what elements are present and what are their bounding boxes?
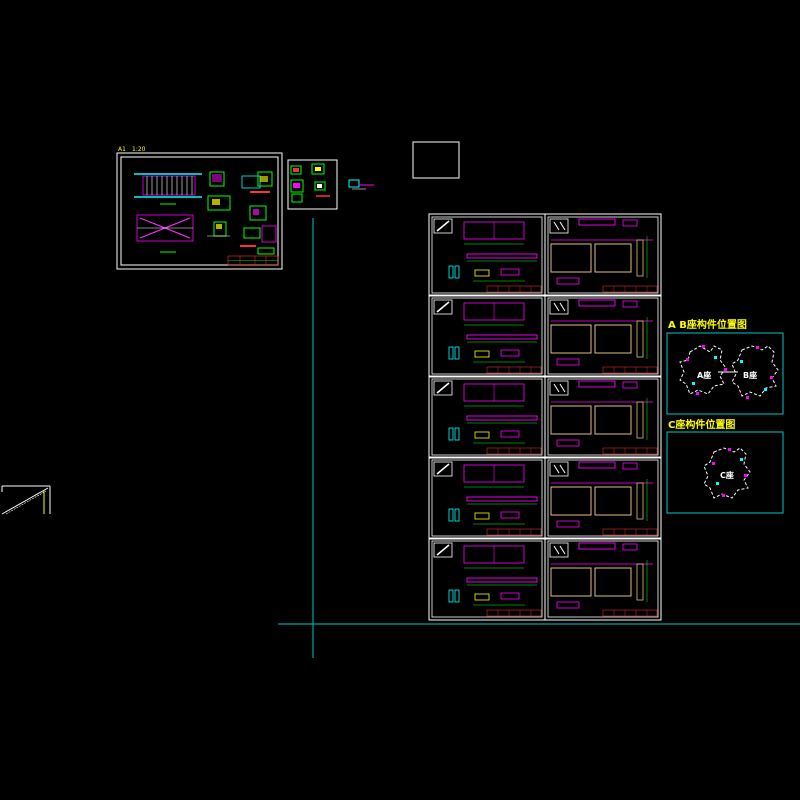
block-c-label: C座 <box>720 470 734 480</box>
legend-ab-position-plan[interactable]: A B座构件位置图 A座 B座 <box>666 318 784 415</box>
member-sheet-1-2[interactable] <box>544 213 662 297</box>
block-c-outline <box>703 447 751 499</box>
sheet-key-icon <box>433 461 453 477</box>
sheet-title-strip <box>486 285 542 293</box>
member-sheet-3-1[interactable] <box>428 375 546 459</box>
member-sheet-3-2[interactable] <box>544 375 662 459</box>
sheet-key-icon <box>549 542 569 558</box>
legend-c-position-plan[interactable]: C座构件位置图 C座 <box>666 418 784 514</box>
legend-c-title: C座构件位置图 <box>668 418 735 431</box>
sheet-title-strip <box>602 366 658 374</box>
sheet-key-icon <box>549 299 569 315</box>
sheet-key-icon <box>549 218 569 234</box>
sheet-title-strip <box>602 447 658 455</box>
member-sheet-2-1[interactable] <box>428 294 546 378</box>
sheet-title-block <box>227 255 279 266</box>
connection-details-cluster <box>207 171 277 255</box>
sheet-outer-frame <box>116 152 283 270</box>
sheet-title-strip <box>602 609 658 617</box>
member-sheet-1-1[interactable] <box>428 213 546 297</box>
empty-viewport-frame[interactable] <box>412 141 460 179</box>
main-detail-sheet[interactable]: A1 1:20 <box>116 146 283 270</box>
sheet-title-strip <box>486 366 542 374</box>
sheet-label-prefix: A1 <box>118 146 126 153</box>
sheet-key-icon <box>433 542 453 558</box>
member-sheet-5-2[interactable] <box>544 537 662 621</box>
sheet-title-strip <box>602 528 658 536</box>
stair-elevation-drawing <box>134 173 202 205</box>
sheet-label-scale: 1:20 <box>132 146 146 153</box>
member-sheet-grid <box>428 213 662 621</box>
sheet-title-strip <box>486 609 542 617</box>
sheet-title-strip <box>486 528 542 536</box>
sheet-key-icon <box>549 380 569 396</box>
connection-details-sheet[interactable] <box>287 159 338 210</box>
member-sheet-2-2[interactable] <box>544 294 662 378</box>
sheet-inner-frame <box>120 156 279 266</box>
member-sheet-5-1[interactable] <box>428 537 546 621</box>
stair-section-detail[interactable] <box>1 485 51 515</box>
sheet-title-strip <box>602 285 658 293</box>
sheet-key-icon <box>549 461 569 477</box>
sheet-title-strip <box>486 447 542 455</box>
block-ab-outline <box>679 345 779 399</box>
sheet-key-icon <box>433 218 453 234</box>
member-sheet-4-2[interactable] <box>544 456 662 540</box>
stair-plan-drawing <box>136 214 194 253</box>
block-b-label: B座 <box>743 370 757 380</box>
sheet-key-icon <box>433 299 453 315</box>
legend-ab-title: A B座构件位置图 <box>668 318 747 331</box>
sheet-key-icon <box>433 380 453 396</box>
block-a-label: A座 <box>697 370 711 380</box>
floating-detail-fragment[interactable] <box>348 179 374 190</box>
